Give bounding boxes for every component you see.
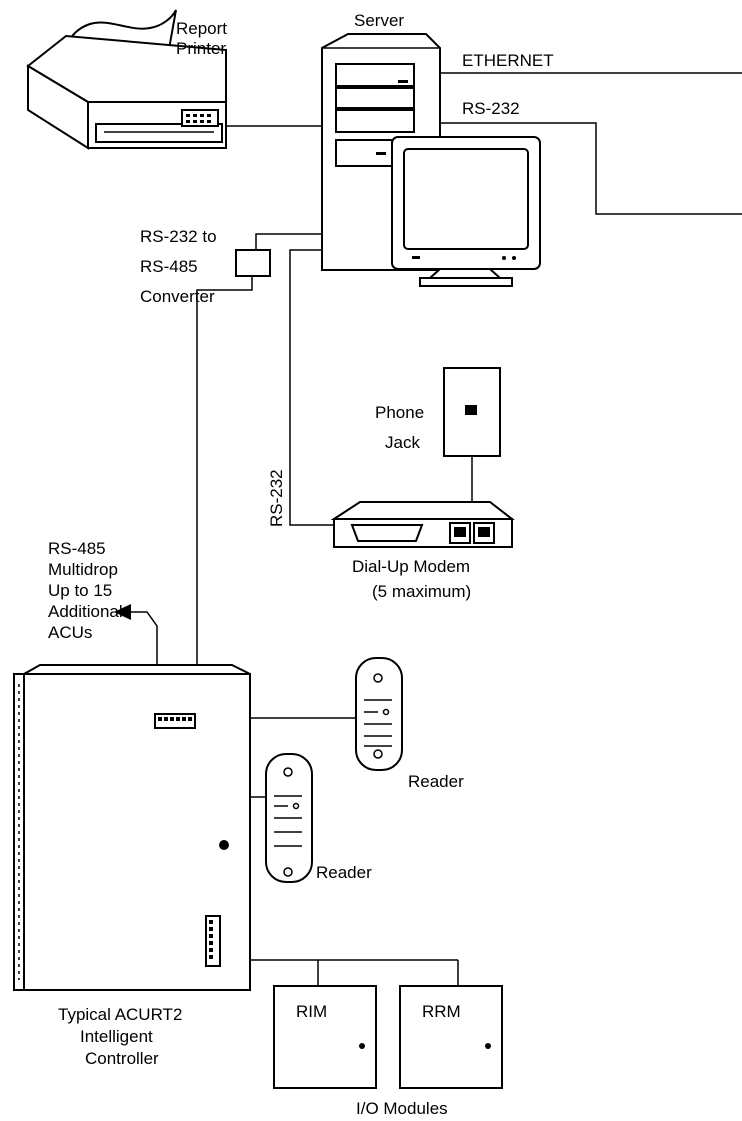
multidrop-label-line5: ACUs — [48, 623, 92, 642]
printer-panel — [181, 109, 219, 127]
printer-label-line2: Printer — [176, 39, 226, 58]
io-modules-label: I/O Modules — [356, 1099, 448, 1118]
modem-top — [330, 501, 515, 520]
reader-1: Reader — [355, 657, 464, 791]
reader-1-body — [355, 657, 403, 771]
converter-label-line3: Converter — [140, 287, 215, 306]
connection-lines — [114, 72, 742, 986]
controller-lock — [219, 840, 229, 850]
multidrop-label-line1: RS-485 — [48, 539, 106, 558]
dial-up-modem: Dial-Up Modem (5 maximum) — [330, 501, 515, 601]
server-label: Server — [354, 11, 404, 30]
rrm-label: RRM — [422, 1002, 461, 1021]
multidrop-label-line3: Up to 15 — [48, 581, 112, 600]
server-drive-bay-2 — [335, 87, 415, 109]
modem-label-line1: Dial-Up Modem — [352, 557, 470, 576]
controller-label-line3: Controller — [85, 1049, 159, 1068]
server-converter-line — [255, 233, 322, 250]
phone-jack-label-line2: Jack — [385, 433, 420, 452]
reader-2-label: Reader — [316, 863, 372, 882]
multidrop-label-line2: Multidrop — [48, 560, 118, 579]
monitor — [391, 136, 541, 287]
converter: RS-232 to RS-485 Converter — [140, 227, 271, 306]
phone-jack: Phone Jack — [375, 367, 501, 457]
multidrop-label-line4: Additional — [48, 602, 123, 621]
controller-top — [20, 664, 251, 675]
monitor-base — [419, 277, 513, 287]
converter-controller-line — [196, 276, 253, 665]
printer-tray — [95, 123, 223, 143]
acurt2-controller: Typical ACURT2 Intelligent Controller — [13, 664, 251, 1068]
printer-label-line1: Report — [176, 19, 227, 38]
converter-label-line1: RS-232 to — [140, 227, 217, 246]
multidrop-arrowhead — [114, 604, 131, 620]
reader-2: Reader — [265, 753, 372, 883]
rrm-module — [399, 985, 503, 1089]
modem-serial-port — [350, 524, 424, 542]
server-drive-bay-1 — [335, 63, 415, 87]
ethernet-label: ETHERNET — [462, 51, 554, 70]
rs232-top-label: RS-232 — [462, 99, 520, 118]
report-printer: Report Printer — [26, 9, 227, 150]
converter-label-line2: RS-485 — [140, 257, 198, 276]
io-modules: RIM RRM I/O Modules — [273, 985, 503, 1118]
rim-label: RIM — [296, 1002, 327, 1021]
multidrop-line — [129, 611, 158, 685]
multidrop-label: RS-485 Multidrop Up to 15 Additional ACU… — [48, 539, 123, 642]
monitor-stand — [427, 268, 503, 279]
rs232-right-line — [440, 122, 742, 215]
rs232-vertical-label: RS-232 — [267, 469, 286, 527]
controller-label-line2: Intelligent — [80, 1027, 153, 1046]
converter-box — [235, 249, 271, 277]
controller-label-line1: Typical ACURT2 — [58, 1005, 182, 1024]
server-drive-bay-3 — [335, 109, 415, 133]
monitor-screen — [403, 148, 529, 250]
modem-label-line2: (5 maximum) — [372, 582, 471, 601]
rim-module — [273, 985, 377, 1089]
server-modem-line — [289, 249, 334, 526]
phone-jack-label-line1: Phone — [375, 403, 424, 422]
reader-1-label: Reader — [408, 772, 464, 791]
